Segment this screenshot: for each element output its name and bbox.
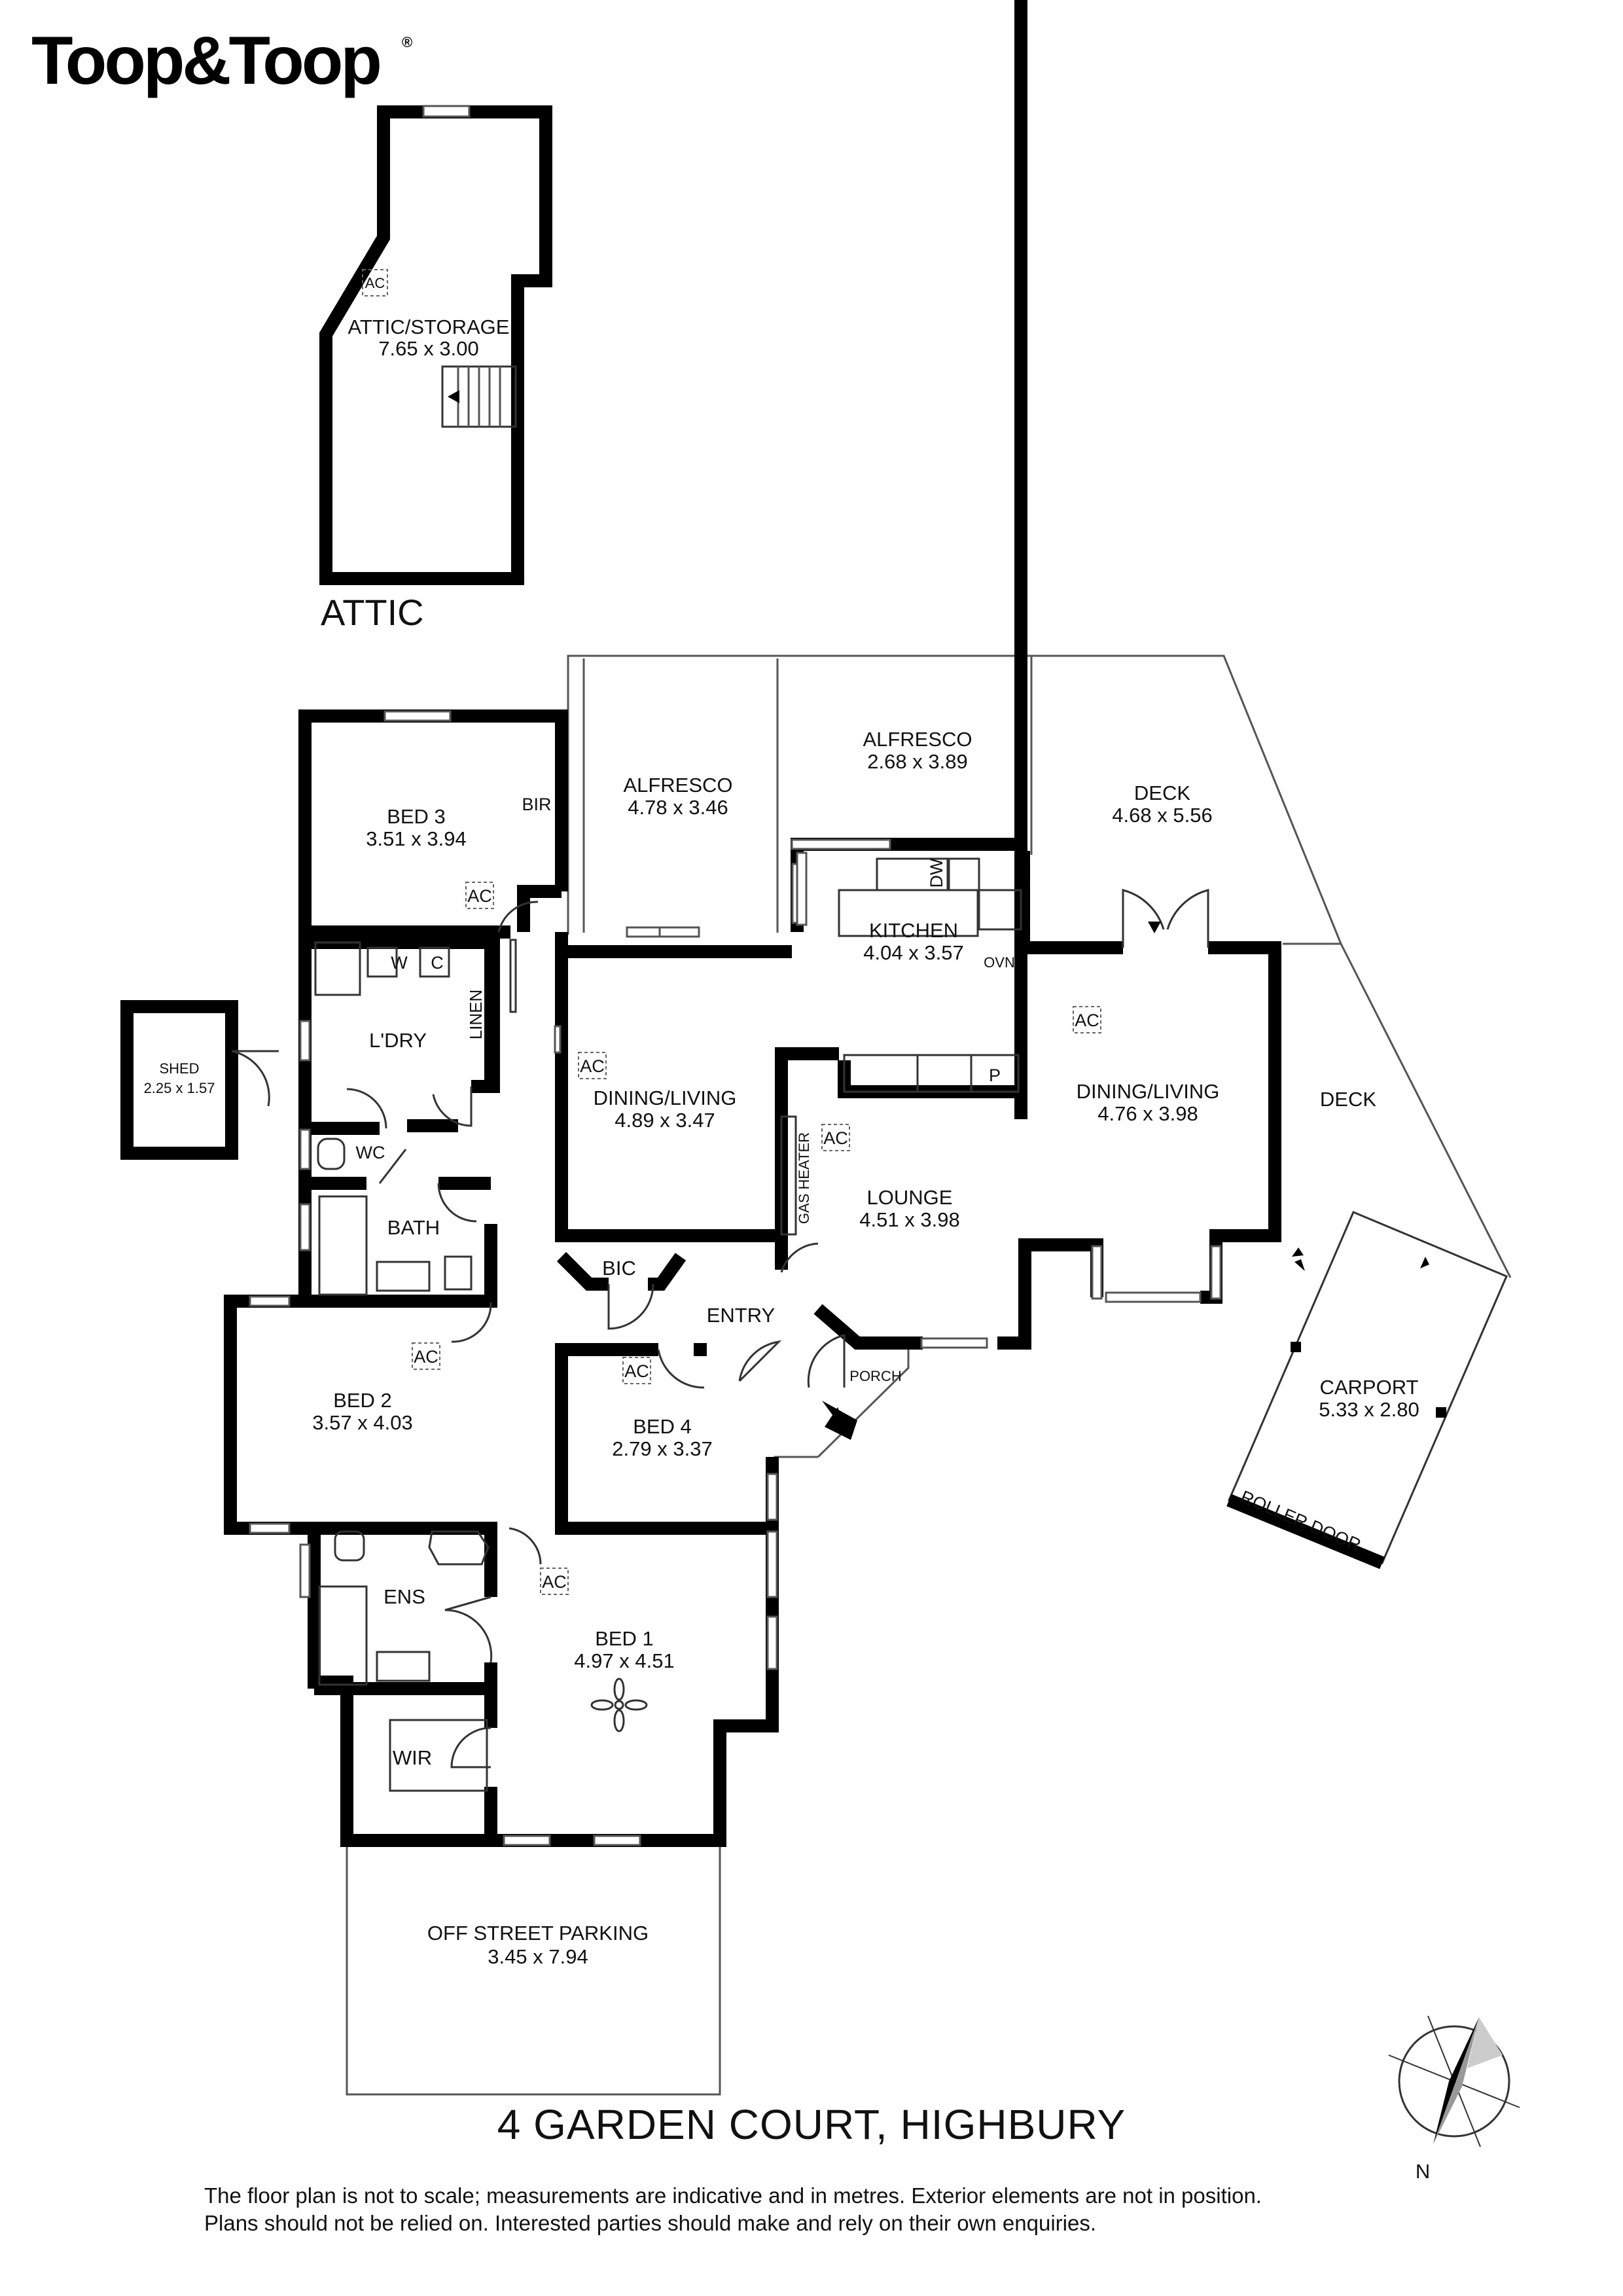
deck-top-dims: 4.68 x 5.56 — [1112, 804, 1212, 827]
bed1-dims: 4.97 x 4.51 — [574, 1649, 674, 1672]
dw-label: DW — [927, 858, 946, 888]
laundry-label: L'DRY — [369, 1029, 427, 1052]
kitchen-dims: 4.04 x 3.57 — [863, 941, 963, 964]
attic-caption: ATTIC — [321, 592, 424, 633]
dining2-dims: 4.76 x 3.98 — [1097, 1102, 1198, 1125]
wc-label: WC — [356, 1143, 385, 1162]
bath-label: BATH — [387, 1216, 440, 1239]
bic-label: BIC — [602, 1257, 636, 1280]
ac-bed4: AC — [624, 1361, 649, 1381]
lounge-name: LOUNGE — [867, 1186, 953, 1209]
ens-label: ENS — [383, 1585, 425, 1608]
ovn-label: OVN — [984, 954, 1015, 971]
deck-top-name: DECK — [1134, 781, 1190, 804]
ac-dining2: AC — [1075, 1011, 1099, 1030]
doors — [346, 889, 1209, 1768]
disclaimer-line2: Plans should not be relied on. Intereste… — [204, 2211, 1096, 2235]
c-box-label: C — [431, 953, 444, 973]
address-title: 4 GARDEN COURT, HIGHBURY — [497, 2101, 1126, 2148]
w-box-label: W — [391, 953, 408, 973]
fixtures — [314, 857, 1022, 1792]
roller-door-label: ROLLER DOOR — [1238, 1487, 1364, 1555]
dining2-name: DINING/LIVING — [1077, 1080, 1220, 1103]
bir-label: BIR — [522, 795, 551, 814]
attic-ac-label: AC — [365, 275, 385, 291]
linen-label: LINEN — [466, 990, 486, 1040]
parking-name: OFF STREET PARKING — [427, 1922, 649, 1945]
room-labels: BED 3 3.51 x 3.94 BIR ALFRESCO 4.78 x 3.… — [312, 728, 1419, 1968]
bed3-name: BED 3 — [387, 805, 446, 828]
alfresco2-name: ALFRESCO — [863, 728, 972, 751]
ac-dining1: AC — [580, 1056, 605, 1076]
alfresco1-dims: 4.78 x 3.46 — [628, 796, 728, 819]
shed: SHED 2.25 x 1.57 — [120, 1000, 279, 1160]
ac-lounge: AC — [823, 1128, 848, 1148]
carport — [1226, 1211, 1508, 1570]
shed-name: SHED — [159, 1060, 199, 1077]
entry-label: ENTRY — [707, 1304, 776, 1327]
brand-logo: Toop&Toop ® — [31, 23, 412, 99]
deck-side-label: DECK — [1320, 1088, 1376, 1111]
carport-name: CARPORT — [1319, 1376, 1418, 1399]
ac-bed1: AC — [542, 1572, 567, 1592]
bed1-name: BED 1 — [595, 1627, 654, 1650]
lounge-dims: 4.51 x 3.98 — [859, 1208, 959, 1231]
ac-markers: AC AC AC AC AC AC AC — [412, 882, 1101, 1595]
bed2-dims: 3.57 x 4.03 — [312, 1411, 412, 1434]
parking-dims: 3.45 x 7.94 — [488, 1945, 588, 1968]
bed4-dims: 2.79 x 3.37 — [612, 1437, 712, 1460]
dining1-name: DINING/LIVING — [594, 1086, 737, 1109]
wir-label: WIR — [393, 1746, 432, 1769]
attic-plan: AC ATTIC/STORAGE 7.65 x 3.00 ATTIC — [319, 105, 552, 633]
brand-name: Toop&Toop — [31, 23, 380, 99]
kitchen-name: KITCHEN — [869, 919, 958, 942]
carport-dims: 5.33 x 2.80 — [1319, 1398, 1419, 1421]
registered-mark: ® — [402, 34, 412, 50]
pantry-label: P — [989, 1066, 1001, 1085]
bed4-name: BED 4 — [633, 1415, 692, 1438]
windows — [249, 710, 1222, 1846]
bed2-name: BED 2 — [333, 1389, 392, 1412]
gas-heater-label: GAS HEATER — [796, 1132, 812, 1224]
disclaimer-line1: The floor plan is not to scale; measurem… — [204, 2183, 1262, 2208]
bed3-dims: 3.51 x 3.94 — [366, 827, 466, 850]
ac-bed3: AC — [467, 886, 492, 906]
alfresco2-dims: 2.68 x 3.89 — [867, 750, 967, 773]
ac-bed2: AC — [414, 1347, 438, 1367]
dining1-dims: 4.89 x 3.47 — [615, 1109, 715, 1132]
shed-dims: 2.25 x 1.57 — [144, 1080, 215, 1096]
compass: N — [1388, 2015, 1520, 2183]
attic-room-dims: 7.65 x 3.00 — [378, 337, 478, 360]
porch-label: PORCH — [849, 1368, 901, 1384]
attic-room-name: ATTIC/STORAGE — [348, 315, 510, 338]
compass-north: N — [1416, 2160, 1430, 2183]
alfresco1-name: ALFRESCO — [623, 774, 732, 797]
